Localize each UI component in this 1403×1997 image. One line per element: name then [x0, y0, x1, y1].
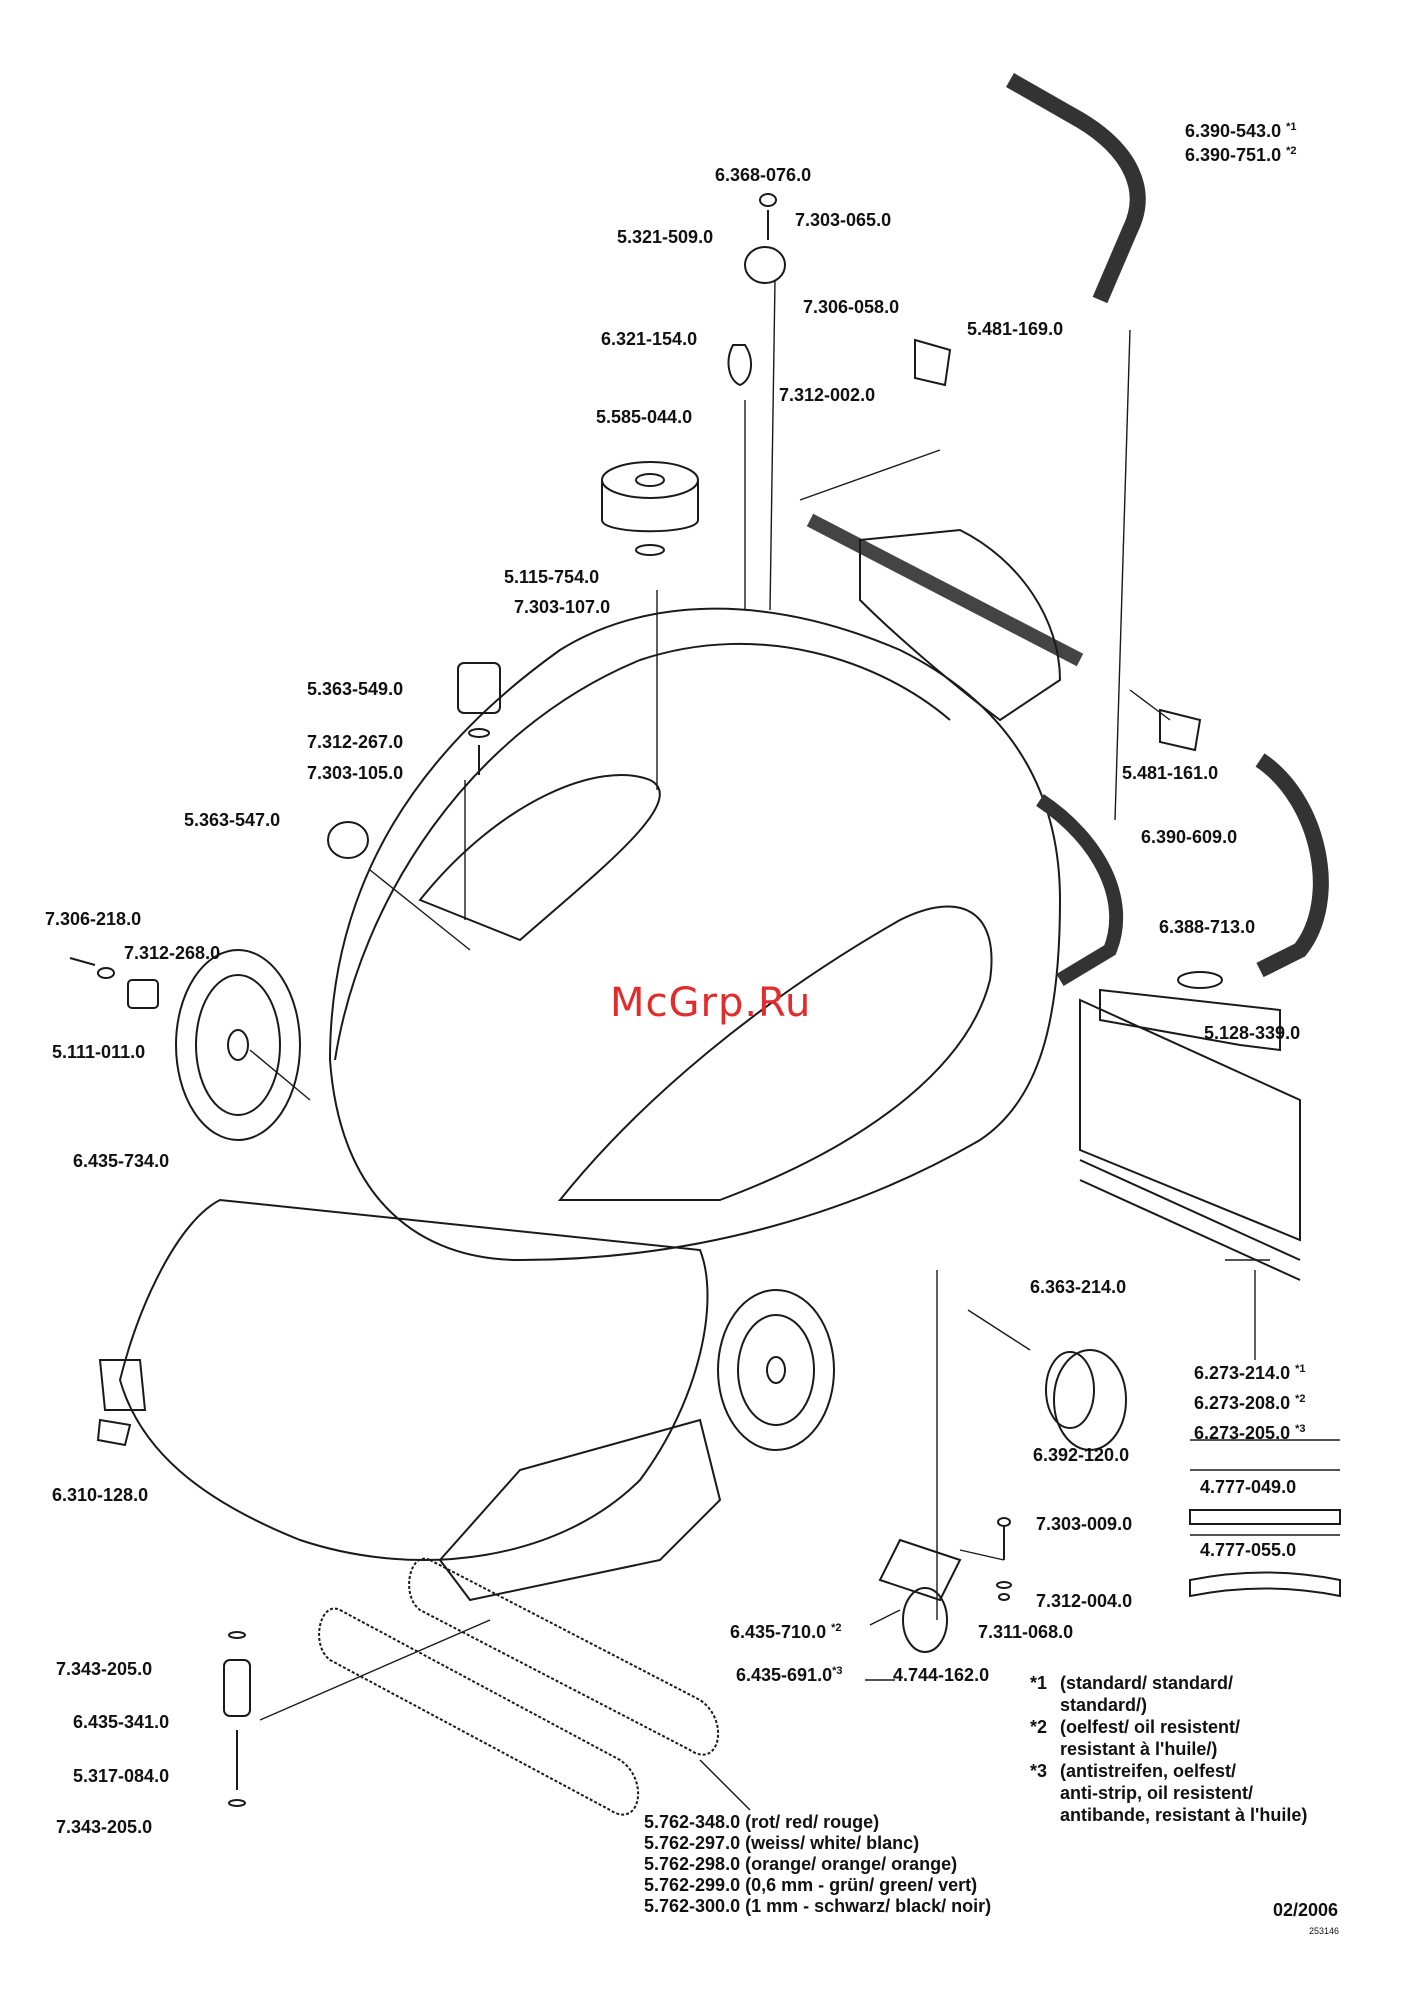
- part-label-grip: 6.321-154.0: [601, 329, 698, 349]
- hose-right: [1255, 753, 1329, 978]
- handle-frame: [859, 528, 1062, 722]
- part-label-knob-top: 5.321-509.0: [617, 227, 714, 247]
- watermark: McGrp.Ru: [610, 980, 812, 1026]
- footnote-mark: *2: [1286, 145, 1297, 157]
- part-label-blade-b: 4.777-055.0: [1200, 1540, 1297, 1560]
- part-label-squeegee-anti: 6.273-205.0 *3: [1194, 1423, 1306, 1443]
- part-label-blade-a: 4.777-049.0: [1200, 1477, 1297, 1497]
- part-label-bushing: 5.363-549.0: [307, 679, 404, 699]
- part-label-ring-a: 7.343-205.0: [56, 1659, 153, 1679]
- revision-date: 02/2006: [1273, 1900, 1339, 1920]
- part-label-disc: 5.115-754.0: [504, 567, 600, 587]
- caster: [878, 1538, 962, 1602]
- part-label-washer-wheel: 7.312-268.0: [124, 943, 221, 963]
- brush-variant: 5.762-297.0 (weiss/ white/ blanc): [644, 1833, 920, 1853]
- part-label-caster-alt: 6.435-691.0*3: [736, 1665, 843, 1685]
- part-label-bracket-right: 5.481-161.0: [1122, 763, 1219, 783]
- footnote-mark: *2: [1295, 1393, 1306, 1405]
- footnote-1: *1(standard/ standard/: [1030, 1673, 1234, 1693]
- part-label-squeegee-std: 6.273-214.0 *1: [1194, 1363, 1306, 1383]
- brush-deck: [438, 1418, 722, 1602]
- part-label-roller: 6.435-341.0: [73, 1712, 170, 1732]
- footnote-mark: *1: [1286, 121, 1297, 133]
- part-label-caster: 6.435-710.0 *2: [730, 1622, 842, 1642]
- part-label-hose-right: 6.390-609.0: [1141, 827, 1238, 847]
- footnote-3: *3(antistreifen, oelfest/: [1030, 1761, 1237, 1781]
- body-lid: [334, 642, 951, 1061]
- footnote-mark: *1: [1295, 1363, 1306, 1375]
- part-label-hose-top-alt: 6.390-751.0 *2: [1185, 145, 1297, 165]
- part-label-clamp: 6.388-713.0: [1159, 917, 1256, 937]
- hose-top: [1006, 73, 1146, 304]
- footnote-mark: *3: [1295, 1423, 1306, 1435]
- hose-body: [1036, 794, 1124, 987]
- brush-variant: 5.762-348.0 (rot/ red/ rouge): [644, 1812, 880, 1832]
- part-label-wheel: 6.435-734.0: [73, 1151, 170, 1171]
- blade-b: [1189, 1571, 1341, 1598]
- part-label-cap: 6.368-076.0: [715, 165, 812, 185]
- body-panel: [557, 905, 993, 1201]
- handle-bar: [806, 513, 1084, 667]
- brush-variant: 5.762-298.0 (orange/ orange/ orange): [644, 1854, 958, 1874]
- part-label-hose-top: 6.390-543.0 *1: [1185, 121, 1297, 141]
- part-label-float: 5.585-044.0: [596, 407, 693, 427]
- carriage: [118, 1198, 709, 1561]
- part-label-nut-caster: 7.311-068.0: [978, 1622, 1074, 1642]
- part-label-washer-top: 7.312-002.0: [779, 385, 876, 405]
- squeegee: [1079, 998, 1301, 1242]
- part-label-screw-caster: 7.303-009.0: [1036, 1514, 1133, 1534]
- brush-2: [408, 1557, 720, 1756]
- part-label-screw-top: 7.303-065.0: [795, 210, 892, 230]
- wheel-right: [717, 1289, 835, 1451]
- part-label-plug: 5.363-547.0: [184, 810, 281, 830]
- part-label-spacer-wheel: 5.111-011.0: [52, 1042, 146, 1062]
- part-label-washer-caster: 7.312-004.0: [1036, 1591, 1133, 1611]
- part-label-cap-tank: 6.363-214.0: [1030, 1277, 1127, 1297]
- part-label-bolt-wheel: 7.306-218.0: [45, 909, 142, 929]
- part-label-plate: 5.128-339.0: [1204, 1023, 1301, 1043]
- part-label-washer-bushing: 7.312-267.0: [307, 732, 404, 752]
- body-handle: [418, 774, 661, 942]
- part-label-screw-bushing: 7.303-105.0: [307, 763, 404, 783]
- brush-variants-list: 5.762-348.0 (rot/ red/ rouge) 5.762-297.…: [644, 1812, 991, 1917]
- brush-variant: 5.762-299.0 (0,6 mm - grün/ green/ vert): [644, 1875, 978, 1895]
- part-label-squeegee-oil: 6.273-208.0 *2: [1194, 1393, 1306, 1413]
- part-label-cover-tank: 6.392-120.0: [1033, 1445, 1130, 1465]
- footnote-mark: *3: [832, 1665, 843, 1677]
- part-label-caster-kit: 4.744-162.0: [893, 1665, 990, 1685]
- part-label-latch: 6.310-128.0: [52, 1485, 149, 1505]
- part-label-screw-float: 7.303-107.0: [514, 597, 611, 617]
- brush-variant: 5.762-300.0 (1 mm - schwarz/ black/ noir…: [644, 1896, 992, 1916]
- document-number: 253146: [1309, 1926, 1340, 1936]
- footnotes: *1(standard/ standard/ standard/) *2(oel…: [1030, 1673, 1308, 1825]
- part-label-bracket-top: 5.481-169.0: [967, 319, 1064, 339]
- blade-a: [1189, 1509, 1341, 1525]
- footnote-2: *2(oelfest/ oil resistent/: [1030, 1717, 1241, 1737]
- machine-body: [328, 607, 1062, 1262]
- footnote-mark: *2: [831, 1622, 842, 1634]
- part-label-screw-side: 7.306-058.0: [803, 297, 900, 317]
- wheel-left: [175, 949, 301, 1141]
- part-label-axle: 5.317-084.0: [73, 1766, 170, 1786]
- part-label-ring-b: 7.343-205.0: [56, 1817, 153, 1837]
